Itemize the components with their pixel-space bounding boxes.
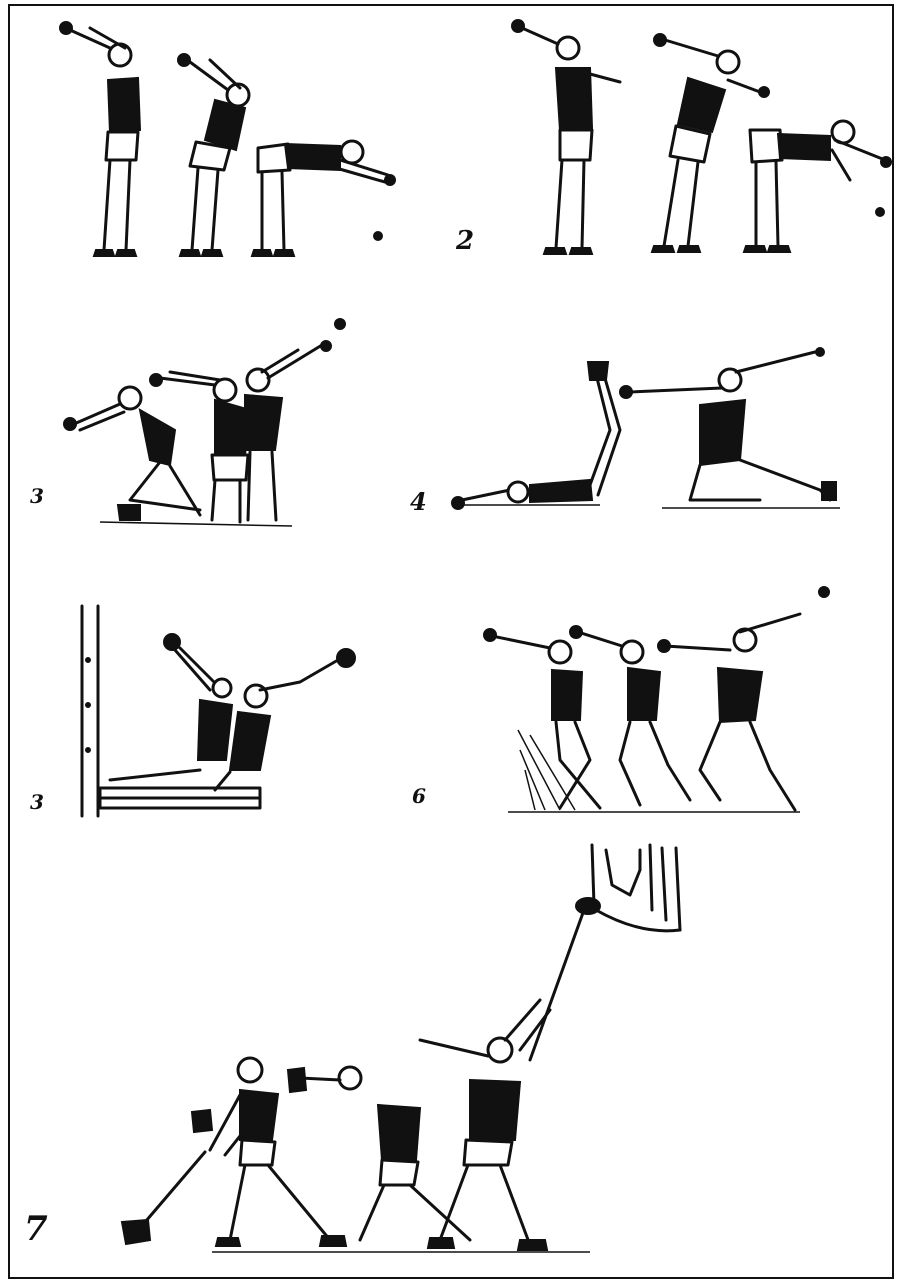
figure-6b (570, 626, 690, 805)
figure-4a (452, 362, 620, 509)
figure-7b (288, 1067, 470, 1240)
panel-3-figures (64, 319, 345, 526)
figure-label-6: 6 (412, 786, 426, 806)
figure-7a (192, 1058, 346, 1246)
figure-label-5: 3 (30, 792, 44, 812)
figure-6a (484, 629, 600, 808)
figure-2a (512, 20, 620, 254)
figure-label-4: 4 (410, 490, 427, 514)
panel-1-figures (60, 22, 395, 256)
panel-6-figures (484, 587, 829, 812)
hammer-head (122, 1220, 150, 1244)
panel-4-figures (452, 348, 840, 509)
hammer-trail (576, 845, 680, 931)
figure-3c (245, 341, 331, 520)
figure-1c (252, 141, 395, 256)
ball-6 (819, 587, 829, 597)
panel-5-figures (82, 606, 355, 816)
figure-5a (110, 634, 232, 780)
ball-3 (335, 319, 345, 329)
figure-4b (620, 348, 836, 500)
figure-3a (64, 387, 200, 520)
figure-label-7: 7 (24, 1212, 48, 1246)
hammer-wire-lower (140, 1152, 205, 1228)
panel-2-figures (512, 20, 891, 254)
figure-label-3: 3 (30, 486, 44, 506)
figure-5b (215, 649, 355, 790)
figure-2c (744, 121, 891, 252)
figure-1b (178, 54, 249, 256)
hammer-wire-upper (530, 910, 584, 1060)
figure-label-2: 2 (456, 228, 474, 254)
panel-7-figures (122, 845, 680, 1252)
figure-1a (60, 22, 140, 256)
